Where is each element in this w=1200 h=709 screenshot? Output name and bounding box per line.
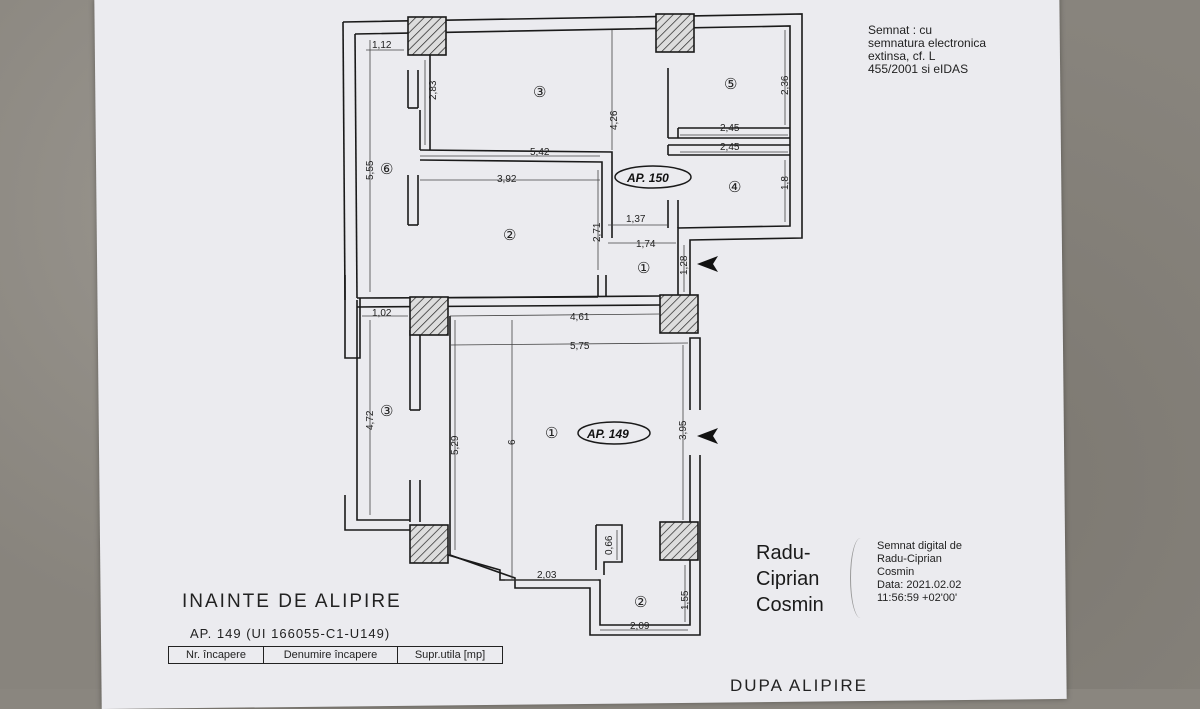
pillar xyxy=(409,524,449,564)
digital-signature-block: Semnat digital de Radu-Ciprian Cosmin Da… xyxy=(877,540,962,604)
svg-text:AP. 149: AP. 149 xyxy=(586,427,629,441)
after-merge-heading: DUPA ALIPIRE xyxy=(730,676,869,695)
entry-arrow-icon xyxy=(697,428,718,444)
dim-label: 2,83 xyxy=(428,80,439,100)
wall-149-outer xyxy=(344,275,361,359)
wall-left-outer xyxy=(342,21,346,301)
room-number: ③ xyxy=(533,84,546,101)
ap-150-label: AP. 150 xyxy=(614,165,692,189)
dim-label: 5,42 xyxy=(530,147,550,158)
electronic-signature-note: Semnat : cu semnatura electronica extins… xyxy=(868,23,987,76)
dim-label: 1,28 xyxy=(679,255,690,275)
col-header-area: Supr.utila [mp] xyxy=(397,646,503,664)
dim-label: 3,95 xyxy=(678,420,689,440)
dim-label: 5,55 xyxy=(365,160,376,180)
dim-label: 1,12 xyxy=(372,40,392,51)
signer-name: Radu- Ciprian Cosmin xyxy=(756,542,824,616)
pillar xyxy=(409,296,449,336)
col-header-name: Denumire încapere xyxy=(263,646,398,664)
col-header-nr: Nr. încapere xyxy=(168,646,264,664)
dim-label: 1,37 xyxy=(626,214,646,225)
room-number: ⑤ xyxy=(724,76,737,93)
dim-label: 2,36 xyxy=(780,75,791,95)
dim-label: 2,45 xyxy=(720,123,740,134)
dim-label: 2,03 xyxy=(537,570,557,581)
pillar xyxy=(659,521,699,561)
room-numbers: ③ ⑤ ⑥ ④ ② ① ③ ① ② xyxy=(380,76,741,611)
room-number: ② xyxy=(503,227,516,244)
room-number: ① xyxy=(545,425,558,442)
ap-149-label: AP. 149 xyxy=(577,421,651,445)
dim-label: 2,09 xyxy=(630,621,650,632)
wall-upper-outer xyxy=(342,13,803,300)
dim-label: 1,8 xyxy=(780,176,791,190)
pillar xyxy=(407,16,447,56)
room-number: ④ xyxy=(728,179,741,196)
dim-label: 1,55 xyxy=(680,590,691,610)
pillar xyxy=(659,294,699,334)
floor-plan: 1,12 2,83 4,26 2,36 2,45 5,42 2,45 5,55 … xyxy=(342,13,803,636)
room-number: ③ xyxy=(380,403,393,420)
wall-upper-inner xyxy=(354,25,791,296)
dimension-labels: 1,12 2,83 4,26 2,36 2,45 5,42 2,45 5,55 … xyxy=(365,40,791,632)
dim-label: 5,29 xyxy=(450,435,461,455)
room-number: ② xyxy=(634,594,647,611)
table-header-row: Nr. încapere Denumire încapere Supr.util… xyxy=(168,646,503,664)
dim-label: 1,02 xyxy=(372,308,392,319)
signature-stroke xyxy=(850,538,871,618)
dim-label: 3,92 xyxy=(497,174,517,185)
pillar xyxy=(655,13,695,53)
entry-arrow-icon xyxy=(697,256,718,272)
wall-room3-bottom xyxy=(419,149,613,238)
dim-label: 4,26 xyxy=(609,110,620,130)
dim-label: 2,45 xyxy=(720,142,740,153)
section-subtitle: AP. 149 (UI 166055-C1-U149) xyxy=(190,626,391,641)
dim-label: 0,66 xyxy=(604,535,615,555)
room-number: ① xyxy=(637,260,650,277)
dim-label: 4,61 xyxy=(570,312,590,323)
rooms-table: Nr. încapere Denumire încapere Supr.util… xyxy=(168,646,503,664)
section-title: INAINTE DE ALIPIRE xyxy=(182,591,402,612)
dim-label: 5,75 xyxy=(570,341,590,352)
dim-label: 1,74 xyxy=(636,239,656,250)
room-number: ⑥ xyxy=(380,161,393,178)
wall-left-inner xyxy=(354,33,358,299)
dim-label: 6 xyxy=(507,439,518,445)
dim-label: 2,71 xyxy=(592,222,603,242)
svg-text:AP. 150: AP. 150 xyxy=(626,171,669,185)
dim-label: 4,72 xyxy=(365,410,376,430)
